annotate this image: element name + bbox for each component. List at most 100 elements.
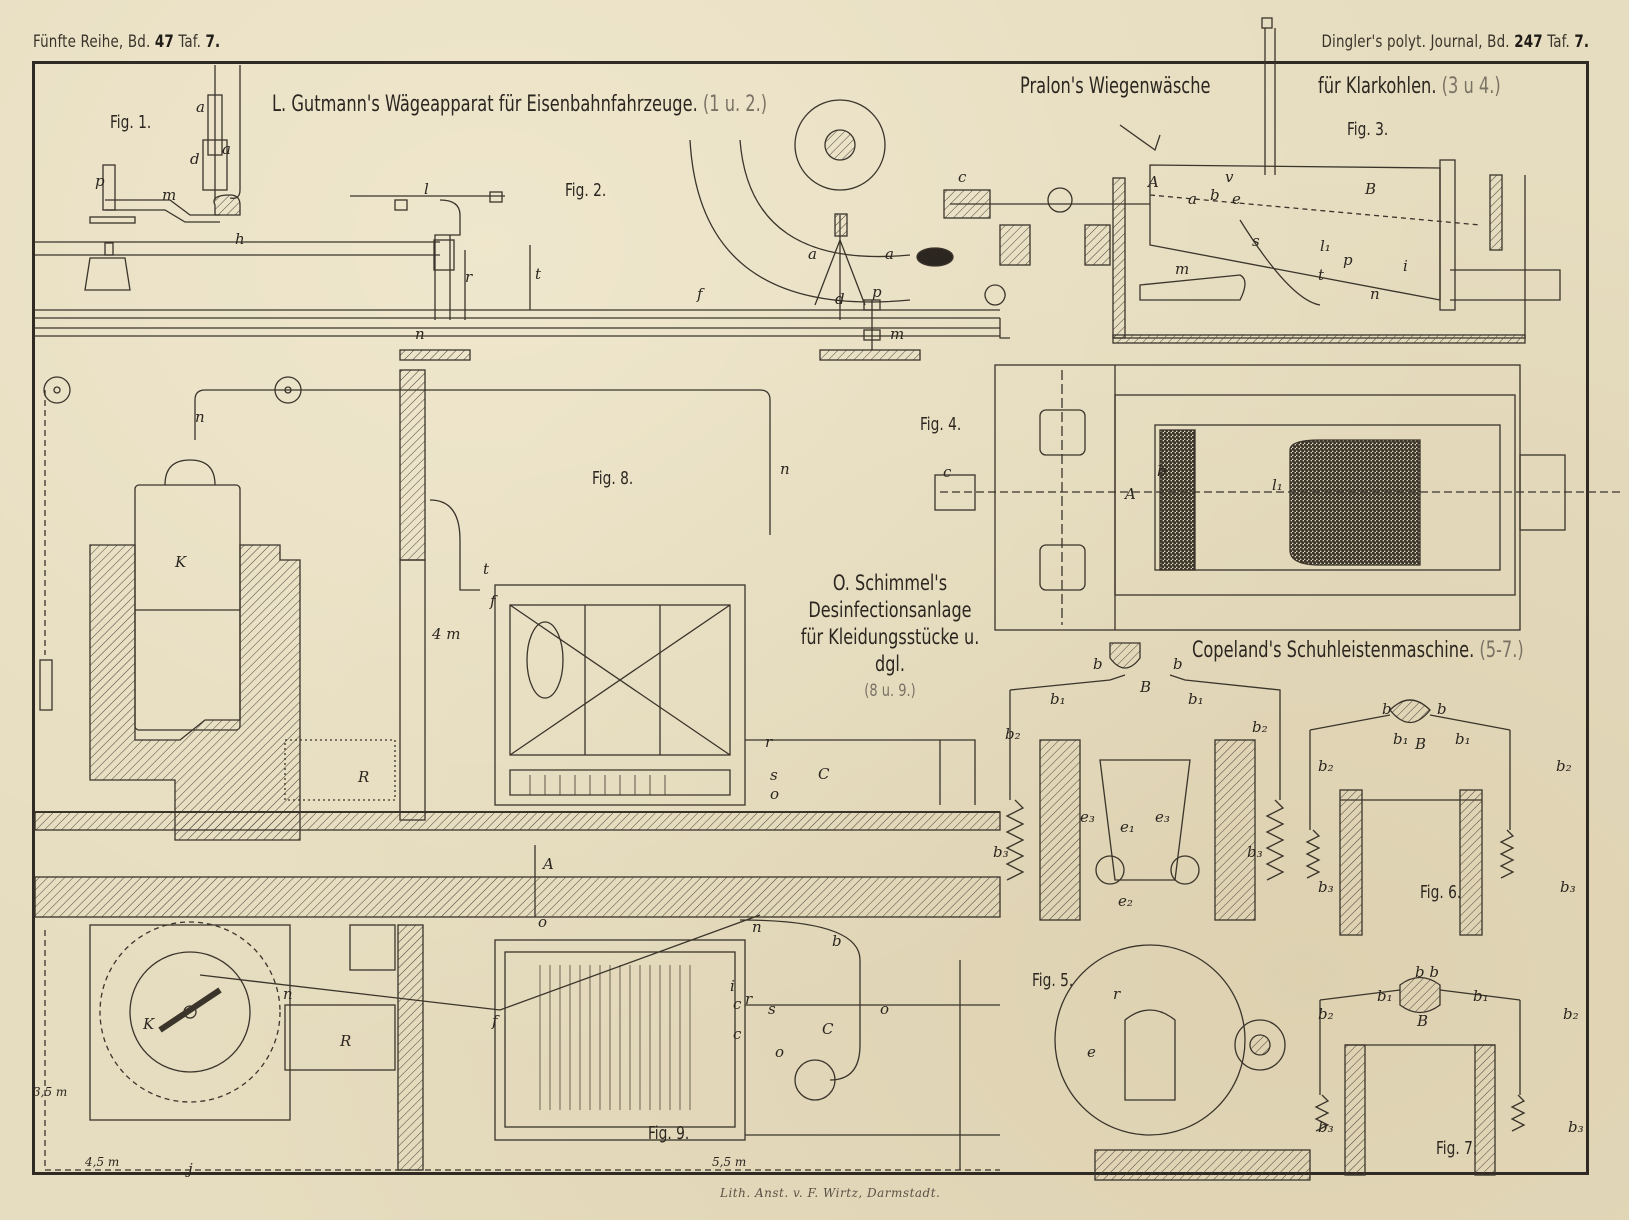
fig3-part-n: n [1370,285,1380,303]
fig3-part-s: s [1252,232,1260,250]
series-label: Fünfte Reihe, Bd. [33,32,151,52]
fig8-part-R: R [358,768,370,786]
fig6-part-b-right: b [1437,700,1447,718]
journal-volume: 247 [1514,32,1543,52]
plate-number: 7. [205,32,221,52]
fig6-part-b1-left: b₁ [1393,730,1409,748]
fig3-label: Fig. 3. [1347,119,1389,140]
fig1-part-d: d [190,150,200,168]
fig3-part-b: b [1210,186,1220,204]
fig6-part-b3-right: b₃ [1560,878,1576,896]
fig4-part-b: b [1157,462,1167,480]
fig9-part-i: i [730,977,735,995]
fig8-part-t: t [483,560,490,578]
fig9-part-j: j [188,1160,193,1178]
schimmel-title-line3: für Kleidungsstücke u. dgl. [800,625,980,676]
pralon-figures-ref: (3 u 4.) [1441,74,1501,99]
fig9-part-n2: n [752,918,762,936]
fig7-drawing [1314,976,1526,1176]
fig2-label: Fig. 2. [565,180,607,201]
fig3-part-p: p [1343,251,1353,269]
schimmel-title-line2: Desinfectionsanlage [808,598,972,622]
fig9-dimension-5-5m: 5,5 m [712,1155,747,1169]
fig2-part-d: d [835,290,845,308]
fig5-part-r: r [1113,985,1121,1003]
pralon-title-part2: für Klarkohlen. (3 u 4.) [1318,74,1501,99]
fig9-dimension-3-5m: 3,5 m [33,1085,68,1099]
fig1-drawing [89,65,241,224]
plate-header-right: Dingler's polyt. Journal, Bd. 247 Taf. 7… [1321,32,1589,52]
fig7-part-b3-left: b₃ [1318,1118,1334,1136]
fig8-label: Fig. 8. [592,468,634,489]
fig2-part-a1: a [808,245,817,263]
fig8-part-K: K [175,553,187,571]
fig9-part-c2: c [733,1025,742,1043]
fig1-label: Fig. 1. [110,112,152,133]
fig2-part-p: p [872,283,882,301]
fig9-part-R: R [340,1032,352,1050]
fig4-part-c: c [943,463,952,481]
fig5-part-b3-left: b₃ [993,843,1009,861]
fig2-part-h: h [235,230,245,248]
fig2-part-a2: a [885,245,894,263]
fig5-part-b1-right: b₁ [1188,690,1204,708]
fig8-part-r: r [765,733,773,751]
volume-number: 47 [154,32,174,52]
fig9-part-C: C [822,1020,834,1038]
schimmel-title-line1: O. Schimmel's [832,571,948,595]
fig1-part-m: m [162,186,177,204]
fig8-dimension: 4 m [432,625,461,643]
fig6-part-b1-right: b₁ [1455,730,1471,748]
fig9-part-r: r [745,990,753,1008]
fig3-part-c: c [958,168,967,186]
pralon-title-text1: Pralon's Wiegenwäsche [1020,74,1211,99]
fig3-drawing [943,17,1561,344]
copeland-title: Copeland's Schuhleistenmaschine. (5-7.) [1192,638,1524,663]
fig7-part-b1-left: b₁ [1377,987,1393,1005]
fig9-part-o1: o [538,913,548,931]
journal-plate-number: 7. [1574,32,1589,52]
fig5-label: Fig. 5. [1032,970,1074,991]
fig3-part-m: m [1175,260,1190,278]
fig2-part-f: f [697,285,703,303]
fig9-label: Fig. 9. [648,1123,690,1144]
fig1-part-p: p [95,172,105,190]
fig3-part-a: a [1188,190,1197,208]
fig9-dimension-4-5m: 4,5 m [85,1155,120,1169]
fig5-part-e3-right: e₃ [1155,808,1170,826]
fig5-part-B: B [1140,678,1152,696]
fig5-part-e2: e₂ [1118,892,1133,910]
fig3-part-t: t [1318,266,1325,284]
fig9-part-K: K [143,1015,155,1033]
schimmel-figures-ref: (8 u. 9.) [864,681,916,701]
fig2-part-r: r [465,268,473,286]
fig6-part-B: B [1415,735,1427,753]
fig5-drawing [1005,642,1311,1181]
fig6-part-b2-right: b₂ [1556,757,1572,775]
fig5-part-b3-right: b₃ [1247,843,1263,861]
fig9-part-s: s [768,1000,776,1018]
fig9-part-b: b [832,932,842,950]
fig1-part-a2: a [222,140,231,158]
pralon-title-part1: Pralon's Wiegenwäsche [1020,74,1210,99]
fig9-part-A: A [543,855,554,873]
fig7-part-b3-right: b₃ [1568,1118,1584,1136]
fig4-part-l1: l₁ [1272,476,1283,494]
fig2-part-n: n [415,325,425,343]
fig9-part-f: f [492,1012,498,1030]
fig8-part-n1: n [195,408,205,426]
schimmel-title: O. Schimmel's Desinfectionsanlage für Kl… [770,570,1010,705]
journal-label: Dingler's polyt. Journal, Bd. [1321,32,1510,52]
fig7-part-b2-right: b₂ [1563,1005,1579,1023]
plate-header-left: Fünfte Reihe, Bd. 47 Taf. 7. [33,32,220,52]
fig3-part-i: i [1403,257,1408,275]
gutmann-title-text: L. Gutmann's Wägeapparat für Eisenbahnfa… [272,92,698,117]
gutmann-title: L. Gutmann's Wägeapparat für Eisenbahnfa… [272,92,767,117]
lithographer-credit: Lith. Anst. v. F. Wirtz, Darmstadt. [720,1186,941,1200]
fig5-part-b2-left: b₂ [1005,725,1021,743]
fig8-part-s: s [770,766,778,784]
fig5-part-b2-right: b₂ [1252,718,1268,736]
fig3-part-l1: l₁ [1320,237,1331,255]
fig9-drawing [34,845,1001,1171]
